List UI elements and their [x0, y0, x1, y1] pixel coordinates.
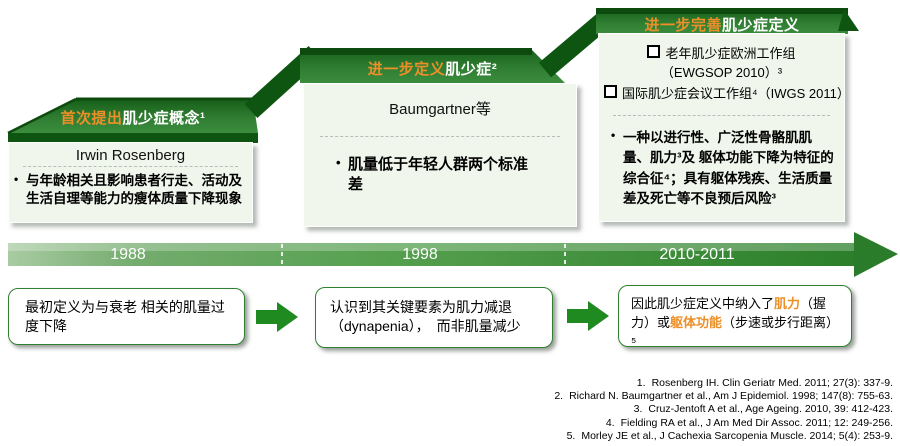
callout-2010-highlight1: 肌力 — [774, 296, 801, 311]
panel3-item2: 国际肌少症会议工作组⁴（IWGS 2011） — [599, 83, 850, 102]
reference-number: 2. — [554, 390, 564, 403]
panel3-body: 老年肌少症欧洲工作组 （EWGSOP 2010）³ 国际肌少症会议工作组⁴（IW… — [598, 33, 850, 222]
reference-text: Fielding RA et al., J Am Med Dir Assoc. … — [620, 416, 893, 429]
banner2-top-face — [300, 48, 565, 83]
timeline-year-1998: 1998 — [402, 246, 438, 263]
reference-item: 3. Cruz-Jentoft A et al., Age Ageing. 20… — [443, 403, 893, 416]
panel1-bullet-text: 与年龄相关且影响患者行走、活动及生活自理等能力的瘦体质量下降现象 — [26, 173, 242, 206]
panel3-bullet-text: 一种以进行性、广泛性骨骼肌肌量、肌力³及 躯体功能下降为特征的综合征⁴；具有躯体… — [623, 130, 834, 206]
right-arrow-icon-1 — [256, 302, 298, 332]
banner3-title: 进一步完善肌少症定义 — [596, 14, 848, 35]
callout-1988-text: 最初定义为与衰老 相关的肌量过度下降 — [25, 299, 225, 334]
panel2-divider — [320, 136, 560, 137]
callout-2010-seg3: （步速或步行距离）⁵ — [631, 314, 840, 349]
reference-text: Cruz-Jentoft A et al., Age Ageing. 2010,… — [648, 403, 893, 416]
banner2-back-edge — [300, 48, 532, 55]
panel1-divider — [23, 166, 238, 167]
timeline-year-1988: 1988 — [110, 246, 146, 263]
reference-number: 5. — [566, 429, 576, 442]
panel2-author: Baumgartner等 — [389, 101, 491, 118]
reference-text: Richard N. Baumgartner et al., Am J Epid… — [569, 390, 893, 403]
panel3-item2-text: 国际肌少症会议工作组⁴（IWGS 2011） — [622, 86, 850, 101]
panel3-item1-line2: （EWGSOP 2010）³ — [660, 65, 783, 80]
reference-text: Rosenberg IH. Clin Geriatr Med. 2011; 27… — [651, 377, 893, 389]
checkbox-icon — [604, 85, 617, 98]
reference-item: 5. Morley JE et al., J Cachexia Sarcopen… — [443, 430, 893, 443]
panel3-item1: 老年肌少症欧洲工作组 — [599, 34, 844, 62]
timeline-arrowhead-icon — [854, 232, 898, 277]
right-arrow-icon-2 — [567, 301, 609, 331]
bullet-icon: • — [336, 155, 341, 170]
banner1-top-face — [8, 99, 258, 133]
reference-item: 2. Richard N. Baumgartner et al., Am J E… — [443, 390, 893, 403]
panel1-body: Irwin Rosenberg • 与年龄相关且影响患者行走、活动及生活自理等能… — [8, 142, 253, 223]
banner2-title-highlight: 进一步定义 — [367, 61, 446, 78]
callout-1988: 最初定义为与衰老 相关的肌量过度下降 — [8, 288, 245, 345]
reference-item: 4. Fielding RA et al., J Am Med Dir Asso… — [443, 417, 893, 430]
callout-1998: 认识到其关键要素为肌力减退 （dynapenia）， 而非肌量减少 — [315, 287, 553, 348]
banner3-back-edge — [596, 8, 848, 14]
panel2-body: Baumgartner等 • 肌量低于年轻人群两个标准差 — [303, 83, 577, 227]
bullet-icon: • — [14, 172, 19, 186]
banner2-title: 进一步定义肌少症² — [300, 58, 565, 79]
panel2-bullet-text: 肌量低于年轻人群两个标准差 — [348, 156, 529, 194]
panel3-item1-text: 老年肌少症欧洲工作组 — [665, 46, 796, 61]
banner3-right-wedge — [838, 9, 859, 31]
timeline-bar-highlight — [8, 243, 856, 251]
callout-1998-line1: 认识到其关键要素为肌力减退 — [330, 299, 512, 315]
banner3-title-rest: 肌少症定义 — [722, 17, 800, 34]
callout-2010-seg1: 因此肌少症定义中纳入了 — [631, 296, 775, 311]
callout-2010-seg2: （握力）或 — [631, 296, 827, 330]
callout-1998-line2: （dynapenia）， 而非肌量减少 — [330, 317, 521, 334]
banner3-title-highlight: 进一步完善 — [644, 17, 722, 34]
bullet-icon: • — [611, 128, 616, 142]
banner1-left-edge — [7, 97, 77, 135]
timeline-year-2010-2011: 2010-2011 — [659, 246, 735, 263]
reference-number: 3. — [633, 403, 643, 416]
reference-text: Morley JE et al., J Cachexia Sarcopenia … — [581, 429, 893, 442]
reference-number: 4. — [605, 416, 615, 429]
reference-list: 1. Rosenberg IH. Clin Geriatr Med. 2011;… — [443, 377, 893, 443]
callout-2010: 因此肌少症定义中纳入了肌力（握力）或躯体功能（步速或步行距离）⁵ — [618, 285, 852, 349]
checkbox-icon — [647, 45, 661, 58]
callout-2010-highlight2: 躯体功能 — [670, 314, 723, 330]
banner1-title: 首次提出肌少症概念¹ — [8, 107, 258, 128]
banner1-title-highlight: 首次提出 — [60, 110, 123, 127]
panel3-divider — [613, 115, 830, 116]
panel1-author: Irwin Rosenberg — [75, 147, 186, 164]
reference-number: 1. — [636, 377, 646, 389]
banner2-title-rest: 肌少症² — [445, 61, 498, 78]
timeline-bar — [8, 243, 856, 266]
reference-item: 1. Rosenberg IH. Clin Geriatr Med. 2011;… — [443, 377, 893, 390]
banner1-title-rest: 肌少症概念¹ — [122, 110, 206, 127]
banner1-front-edge — [8, 133, 258, 143]
